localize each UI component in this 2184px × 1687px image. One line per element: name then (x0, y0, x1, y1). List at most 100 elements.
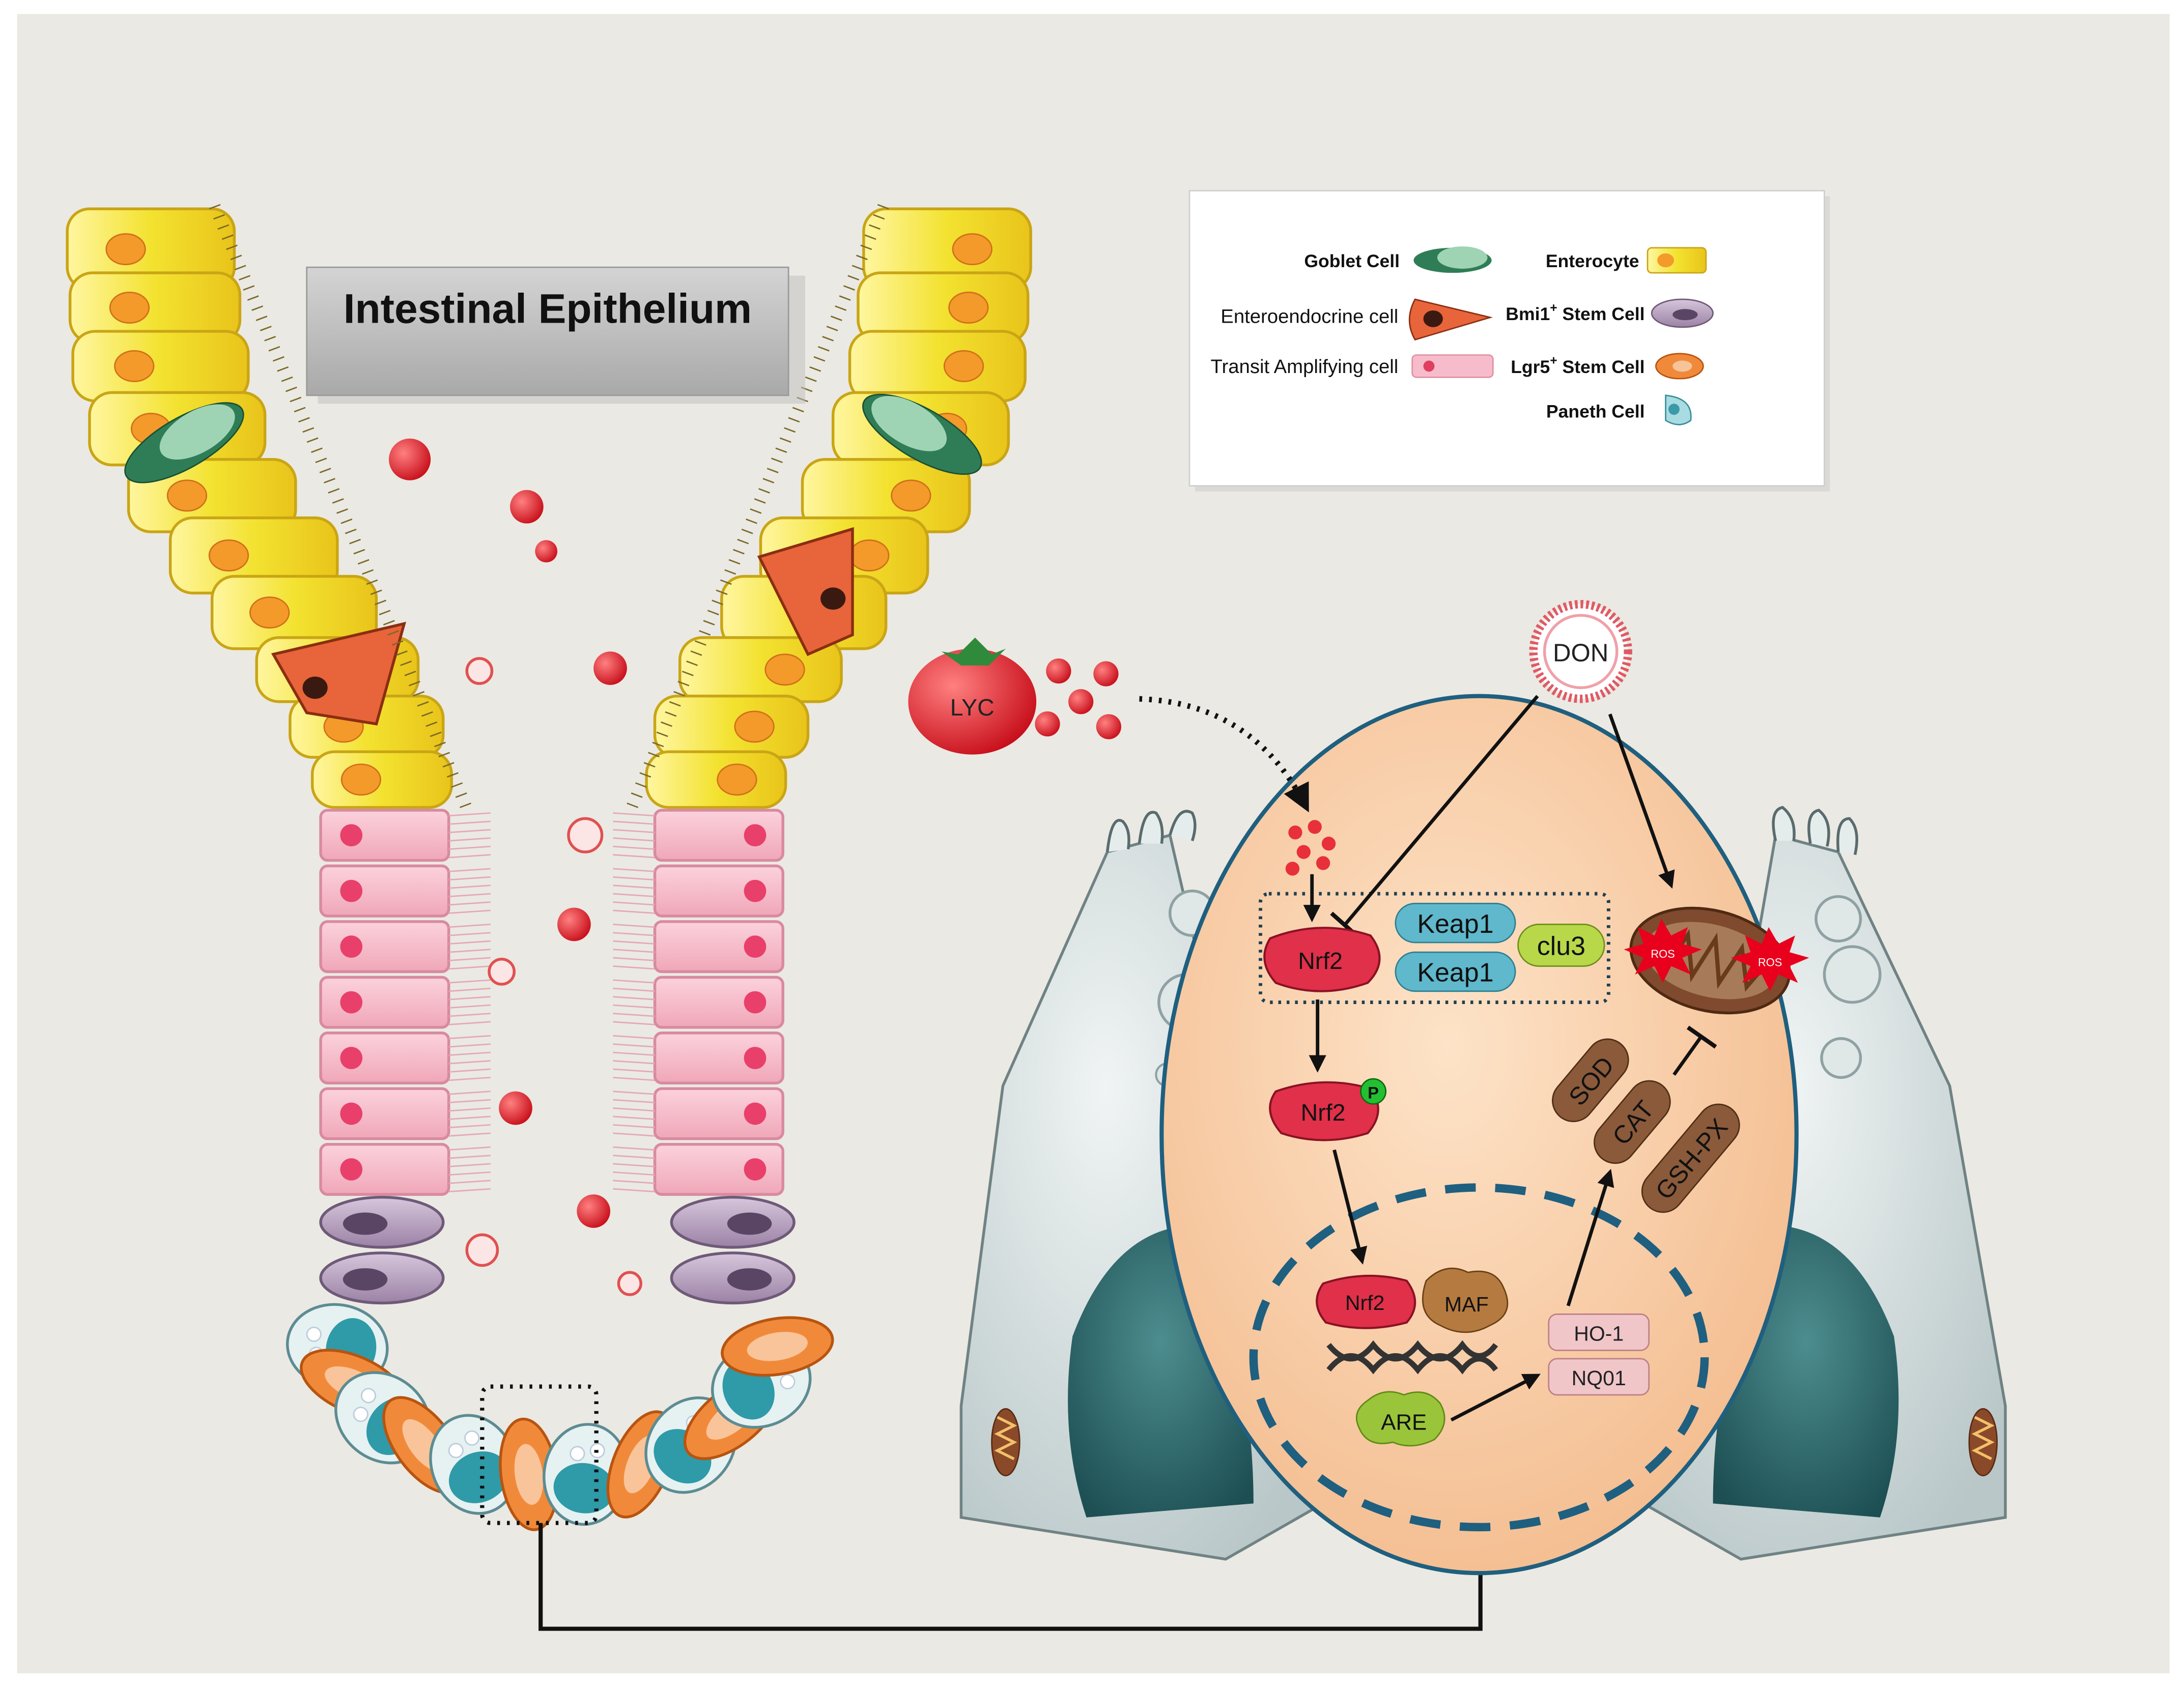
bmi1-stem-cell (670, 1195, 796, 1249)
transit-amplifying-cell (653, 1142, 784, 1196)
ros-left-label: ROS (1651, 948, 1675, 960)
nrf2-nuclear-label: Nrf2 (1345, 1291, 1385, 1314)
lycopene-droplet-hollow (465, 657, 494, 685)
ho1-gene: HO-1 (1548, 1313, 1650, 1351)
nrf2-p-label: Nrf2 (1301, 1099, 1346, 1126)
bmi1-stem-cell (319, 1195, 445, 1249)
transit-amplifying-cell-icon (1411, 354, 1494, 378)
transit-amplifying-cell (319, 864, 450, 918)
lycopene-droplet (557, 907, 591, 941)
connector-line (538, 1523, 1483, 1631)
lgr5-stem-cell (721, 1316, 834, 1377)
legend-label-enterocyte: Enterocyte (1546, 251, 1639, 271)
lycopene-droplet (389, 438, 431, 480)
lyc-label: LYC (950, 694, 995, 721)
nucleus-outline (1249, 1183, 1709, 1532)
lycopene-droplet-hollow (617, 1271, 642, 1296)
transit-amplifying-cell (653, 809, 784, 862)
cul3-label: clu3 (1537, 932, 1585, 961)
enterocyte-cell (66, 207, 236, 291)
bmi1-stem-cell (319, 1251, 445, 1305)
are-label: ARE (1381, 1410, 1427, 1435)
lycopene-droplet (499, 1091, 532, 1125)
bmi1-stem-cell-icon (1651, 298, 1714, 328)
enterocyte-cell (848, 330, 1027, 403)
transit-amplifying-cell (653, 864, 784, 918)
title-box: Intestinal Epithelium (306, 266, 805, 404)
transit-amplifying-cell (319, 1142, 450, 1196)
crypt-base-stem-niche (286, 1303, 834, 1531)
legend-label-transit: Transit Amplifying cell (1211, 356, 1399, 378)
keap1-protein-a: Keap1 (1395, 902, 1516, 943)
phospho-badge-icon (1360, 1078, 1387, 1105)
nrf2-translocation-arrow (1332, 1149, 1368, 1265)
phospho-badge-label: P (1368, 1083, 1379, 1102)
paneth-cell (543, 1423, 630, 1526)
transit-amplifying-cell (319, 976, 450, 1029)
lycopene-droplets (1035, 658, 1121, 739)
cul3-protein: clu3 (1517, 924, 1605, 967)
paneth-cell-icon (1665, 394, 1692, 425)
don-label: DON (1553, 639, 1608, 667)
lycopene-droplet-hollow (465, 1233, 499, 1267)
legend-label-bmi1: Bmi1+ Stem Cell (1506, 301, 1644, 324)
don-to-mito-arrow (1608, 713, 1675, 889)
ros-burst-right: ROS (1731, 927, 1809, 991)
nrf2-label: Nrf2 (1298, 948, 1343, 974)
maf-protein: MAF (1422, 1268, 1509, 1333)
neighbor-mitochondrion-right (1968, 1408, 1998, 1477)
don-inhibition-line (1343, 695, 1539, 927)
enterocyte-cell (68, 271, 242, 344)
ros-right-label: ROS (1758, 956, 1782, 968)
lycopene-droplet (535, 540, 558, 563)
nrf2-phosphorylated: Nrf2 P (1269, 1078, 1387, 1141)
legend-label-enteroendocrine: Enteroendocrine cell (1221, 306, 1398, 328)
keap1-a-label: Keap1 (1417, 909, 1493, 939)
enzyme-inhibition-line (1672, 1035, 1704, 1076)
lycopene-droplet-hollow (567, 817, 604, 853)
goblet-cell (124, 402, 244, 483)
crypt-left-wall (66, 204, 491, 1305)
nrf2-nuclear: Nrf2 (1316, 1274, 1416, 1329)
enterocyte-icon (1647, 247, 1707, 274)
lycopene-droplet (577, 1194, 611, 1228)
bmi1-stem-cell (670, 1251, 796, 1305)
transit-amplifying-cell (653, 1087, 784, 1140)
maf-label: MAF (1444, 1293, 1489, 1316)
crypt-right-wall (613, 204, 1032, 1305)
enzyme-inhibition-bar (1686, 1025, 1717, 1049)
nqo1-gene: NQ01 (1548, 1358, 1650, 1396)
transit-amplifying-cell (319, 1087, 450, 1140)
transit-amplifying-cell (653, 920, 784, 974)
goblet-cell-icon (1413, 246, 1492, 273)
nqo1-label: NQ01 (1572, 1366, 1626, 1390)
transit-amplifying-cell (653, 1032, 784, 1084)
legend-label-goblet: Goblet Cell (1304, 251, 1400, 271)
genes-to-enzymes-arrow (1566, 1168, 1614, 1306)
enteroendocrine-cell-icon (1408, 298, 1493, 341)
are-to-genes-arrow (1450, 1374, 1541, 1422)
enterocyte-cell (71, 330, 250, 403)
legend-box: Goblet Cell Enteroendocrine cell Transit… (1188, 190, 1830, 492)
tomato-icon: LYC (908, 637, 1037, 755)
transit-amplifying-cell (319, 1032, 450, 1084)
keap1-protein-b: Keap1 (1395, 951, 1516, 992)
neighbor-mitochondrion-left (991, 1408, 1020, 1477)
dna-helix-icon (1326, 1340, 1498, 1375)
transit-amplifying-cell (319, 920, 450, 974)
figure-title: Intestinal Epithelium (344, 286, 752, 332)
keap1-b-label: Keap1 (1417, 958, 1493, 988)
don-particle: DON (1529, 600, 1632, 703)
legend-label-paneth: Paneth Cell (1546, 402, 1645, 422)
enteroendocrine-cell (757, 527, 854, 656)
transit-amplifying-cell (319, 809, 450, 862)
legend-label-lgr5: Lgr5+ Stem Cell (1511, 354, 1644, 377)
goblet-cell (862, 393, 982, 475)
enterocyte-cell (645, 750, 787, 809)
enterocyte-cell (857, 271, 1030, 344)
enteroendocrine-cell (271, 621, 407, 726)
lumen-lycopene-droplets (389, 438, 642, 1296)
internalized-lycopene (1285, 820, 1336, 876)
